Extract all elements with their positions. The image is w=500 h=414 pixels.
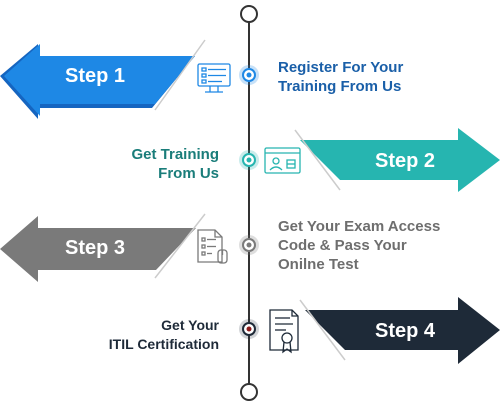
step-3-description: Get Your Exam Access Code & Pass Your On… bbox=[278, 217, 440, 274]
step-4-description-line-1: Get Your bbox=[161, 317, 219, 333]
step-1-label: Step 1 bbox=[65, 65, 125, 87]
timeline-node-1 bbox=[239, 65, 259, 85]
step-3-description-line-1: Get Your Exam Access bbox=[278, 218, 441, 235]
timeline-node-3 bbox=[239, 235, 259, 255]
video-training-icon bbox=[264, 147, 301, 174]
step-3-label: Step 3 bbox=[65, 237, 125, 259]
timeline-start-circle bbox=[240, 5, 258, 23]
certificate-icon bbox=[269, 309, 299, 354]
step-2-arrow: Step 2 bbox=[294, 128, 500, 192]
step-4-arrow: Step 4 bbox=[299, 297, 500, 364]
step-2-description: Get Training From Us bbox=[131, 145, 219, 183]
step-4-label: Step 4 bbox=[375, 320, 436, 342]
computer-checklist-icon bbox=[197, 63, 231, 93]
step-2-description-line-2: From Us bbox=[158, 165, 219, 182]
step-3-description-line-3: Onilne Test bbox=[278, 256, 359, 273]
step-1-description-line-2: Training From Us bbox=[278, 78, 402, 95]
step-1-description: Register For Your Training From Us bbox=[278, 58, 403, 96]
step-4-description: Get Your ITIL Certification bbox=[109, 316, 219, 354]
exam-test-icon bbox=[197, 229, 228, 264]
timeline-node-2 bbox=[239, 150, 259, 170]
step-2-label: Step 2 bbox=[375, 150, 435, 172]
step-2-description-line-1: Get Training bbox=[131, 146, 219, 163]
timeline-node-4 bbox=[239, 319, 259, 339]
step-4-description-line-2: ITIL Certification bbox=[108, 336, 219, 352]
step-3-description-line-2: Code & Pass Your bbox=[278, 237, 407, 254]
step-1-description-line-1: Register For Your bbox=[278, 59, 404, 76]
step-1-arrow: Step 1 bbox=[0, 39, 206, 119]
step-3-arrow: Step 3 bbox=[0, 213, 206, 282]
timeline-end-circle bbox=[240, 383, 258, 401]
